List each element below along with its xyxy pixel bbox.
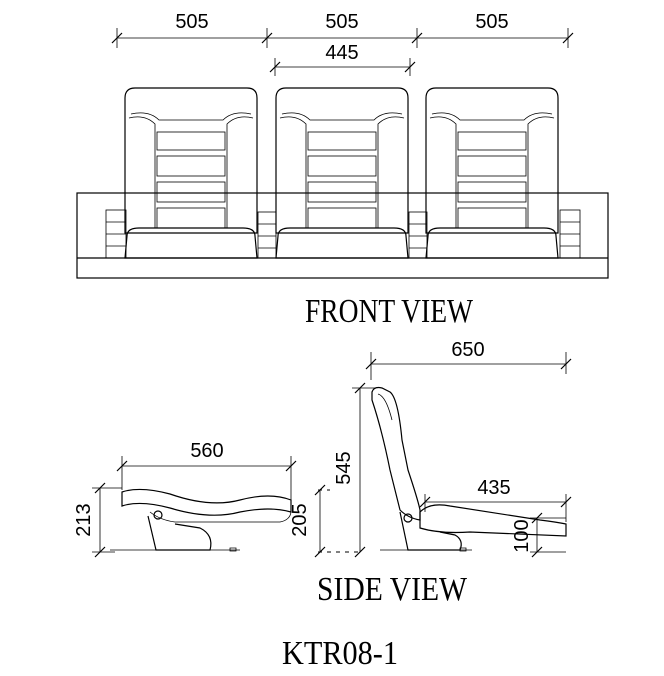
side-545-dimension [352, 382, 376, 558]
side-435-dimension [419, 494, 572, 522]
side-folded-dimension [116, 456, 297, 500]
dim-seat-depth: 435 [477, 477, 510, 499]
dim-seat-height: 100 [511, 519, 533, 552]
side-205-dimension [314, 484, 360, 558]
dim-seat-width-1: 505 [175, 11, 208, 33]
dim-total-depth: 650 [451, 339, 484, 361]
dim-folded-height: 213 [73, 503, 95, 536]
side-213-dimension [92, 482, 122, 558]
dim-seat-width-3: 505 [475, 11, 508, 33]
model-number: KTR08-1 [282, 635, 398, 672]
dim-mid-height: 205 [289, 503, 311, 536]
dim-seat-width-2: 505 [325, 11, 358, 33]
side-unfolded-seat [371, 386, 567, 552]
side-view-title: SIDE VIEW [317, 571, 468, 608]
side-650-dimension [365, 352, 572, 380]
front-back-dimension [269, 58, 416, 76]
front-seat-2 [275, 87, 409, 259]
front-top-dimension [111, 28, 574, 48]
side-100-dimension [530, 512, 566, 558]
front-seat-1 [124, 87, 258, 259]
dim-back-width: 445 [325, 42, 358, 64]
dim-folded-length: 560 [190, 440, 223, 462]
front-view-title: FRONT VIEW [305, 293, 474, 330]
dim-total-height: 545 [333, 451, 355, 484]
front-seat-3 [425, 87, 559, 259]
side-folded-seat [110, 488, 292, 552]
